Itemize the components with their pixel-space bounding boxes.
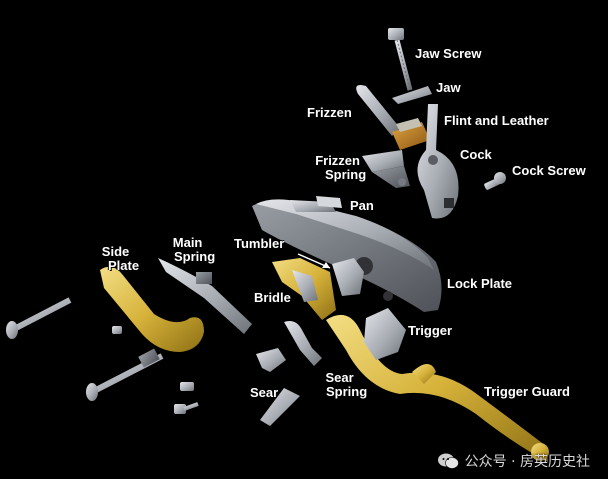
bridle-part xyxy=(272,258,336,320)
pan-part xyxy=(290,196,342,212)
label-bridle: Bridle xyxy=(254,290,291,305)
label-sear: Sear xyxy=(250,385,279,400)
label-sear-spring-line1: Sear xyxy=(325,370,354,385)
long-screw-2 xyxy=(86,348,164,401)
label-pan: Pan xyxy=(350,198,374,213)
label-jaw-screw: Jaw Screw xyxy=(415,46,482,61)
label-flint-and-leather: Flint and Leather xyxy=(444,113,549,128)
sear-part xyxy=(256,348,300,426)
wechat-icon xyxy=(437,453,459,469)
label-sear-spring-line2: Spring xyxy=(326,384,368,399)
label-frizzen-spring-line2: Spring xyxy=(325,167,367,182)
label-main-spring-line1: Main xyxy=(172,235,203,250)
small-screw-3 xyxy=(174,402,199,414)
long-screw-1 xyxy=(6,297,72,339)
label-main-spring: Main Spring xyxy=(160,236,215,264)
main-spring-part xyxy=(158,258,252,334)
label-cock: Cock xyxy=(460,147,492,162)
label-side-plate-line2: Plate xyxy=(108,258,140,273)
label-tumbler: Tumbler xyxy=(234,236,285,251)
side-plate-part xyxy=(100,266,204,352)
label-trigger: Trigger xyxy=(408,323,453,338)
flint-and-leather-part xyxy=(392,118,430,150)
watermark-text: 公众号 · 房英历史社 xyxy=(464,454,590,470)
frizzen-part xyxy=(356,85,400,136)
label-cock-screw: Cock Screw xyxy=(512,163,586,178)
watermark: 公众号 · 房英历史社 xyxy=(437,451,590,471)
label-frizzen-spring-line1: Frizzen xyxy=(315,153,360,168)
label-jaw: Jaw xyxy=(436,80,461,95)
label-frizzen-spring: Frizzen Spring xyxy=(309,154,366,182)
tumbler-part xyxy=(297,253,364,296)
label-trigger-guard: Trigger Guard xyxy=(484,384,570,399)
jaw-part xyxy=(392,86,432,104)
label-sear-spring: Sear Spring xyxy=(312,371,367,399)
small-screw-1 xyxy=(112,326,122,334)
small-screw-2 xyxy=(180,382,194,398)
label-lock-plate: Lock Plate xyxy=(447,276,513,291)
trigger-guard-part xyxy=(326,314,549,462)
label-main-spring-line2: Spring xyxy=(174,249,216,264)
label-side-plate: Side Plate xyxy=(92,245,139,273)
frizzen-spring-part xyxy=(362,150,410,188)
label-side-plate-line1: Side xyxy=(101,244,130,259)
cock-screw-part xyxy=(484,172,506,190)
sear-spring-part xyxy=(284,321,322,366)
trigger-part xyxy=(364,308,406,360)
jaw-screw-part xyxy=(388,28,413,91)
cock-part xyxy=(417,104,459,219)
label-frizzen: Frizzen xyxy=(307,105,352,120)
